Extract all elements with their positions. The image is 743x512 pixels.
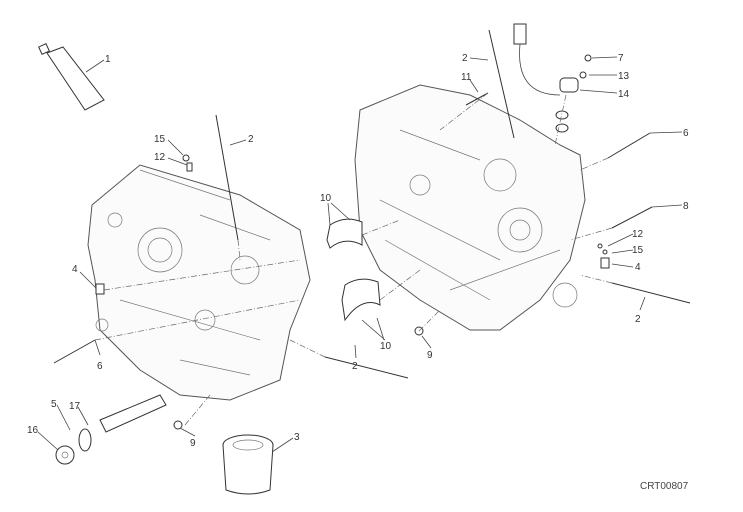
callout-9: 9 bbox=[190, 438, 196, 449]
callout-labels: 1 2 15 12 10 4 6 5 17 16 9 3 2 10 9 2 11… bbox=[27, 53, 689, 449]
drawing-code: CRT00807 bbox=[640, 481, 689, 492]
callout-2: 2 bbox=[635, 314, 641, 325]
bearing-shells-upper bbox=[326, 218, 363, 249]
callout-4: 4 bbox=[635, 262, 641, 273]
oil-strainer bbox=[99, 394, 167, 433]
callout-8: 8 bbox=[683, 201, 689, 212]
callout-9: 9 bbox=[427, 350, 433, 361]
callout-16: 16 bbox=[27, 425, 39, 436]
stud-right-horizontal bbox=[611, 282, 691, 304]
sealant-tube bbox=[38, 43, 105, 111]
bolt-6-right bbox=[607, 132, 651, 159]
callout-14: 14 bbox=[618, 89, 630, 100]
stud-left-vertical bbox=[215, 114, 239, 241]
callout-4: 4 bbox=[72, 264, 78, 275]
oil-filter bbox=[222, 434, 274, 495]
callout-10: 10 bbox=[320, 193, 332, 204]
callout-12: 12 bbox=[632, 229, 644, 240]
callout-7: 7 bbox=[618, 53, 624, 64]
callout-2: 2 bbox=[352, 361, 358, 372]
callout-13: 13 bbox=[618, 71, 630, 82]
bearing-shells-lower bbox=[341, 278, 381, 322]
plug-16 bbox=[55, 445, 75, 465]
callout-10: 10 bbox=[380, 341, 392, 352]
bolt-6-left bbox=[53, 339, 96, 364]
callout-17: 17 bbox=[69, 401, 81, 412]
callout-1: 1 bbox=[105, 54, 111, 65]
callout-15: 15 bbox=[632, 245, 644, 256]
bolt-8 bbox=[611, 206, 653, 229]
callout-11: 11 bbox=[461, 72, 472, 83]
o-ring-5 bbox=[78, 428, 92, 452]
bolt-11 bbox=[465, 92, 489, 106]
callout-6: 6 bbox=[683, 128, 689, 139]
callout-2: 2 bbox=[248, 134, 254, 145]
callout-3: 3 bbox=[294, 432, 300, 443]
callout-6: 6 bbox=[97, 361, 103, 372]
sensor-14 bbox=[513, 23, 579, 96]
stud-left-horizontal bbox=[324, 356, 409, 379]
stud-right-vertical bbox=[488, 29, 515, 139]
callout-2: 2 bbox=[462, 53, 468, 64]
callout-5: 5 bbox=[51, 399, 57, 410]
callout-12: 12 bbox=[154, 152, 166, 163]
callout-15: 15 bbox=[154, 134, 166, 145]
left-crankcase-half bbox=[87, 164, 311, 401]
right-crankcase-half bbox=[354, 84, 586, 331]
